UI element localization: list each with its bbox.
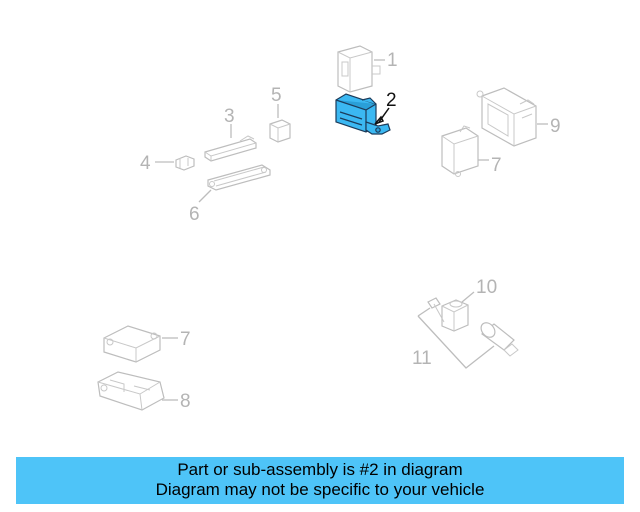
callout-3: 3 bbox=[224, 106, 235, 127]
part-5[interactable] bbox=[269, 119, 291, 143]
callout-11: 11 bbox=[412, 348, 432, 369]
callout-1: 1 bbox=[387, 50, 398, 71]
callout-4: 4 bbox=[140, 153, 151, 174]
part-4[interactable] bbox=[175, 155, 195, 171]
banner-line-2: Diagram may not be specific to your vehi… bbox=[155, 480, 485, 499]
callout-10: 10 bbox=[476, 277, 497, 298]
part-11[interactable] bbox=[427, 297, 519, 357]
part-6[interactable] bbox=[207, 164, 271, 191]
callout-8: 8 bbox=[180, 391, 191, 412]
part-2-highlighted[interactable] bbox=[335, 93, 391, 135]
part-9[interactable] bbox=[476, 87, 537, 147]
callout-6: 6 bbox=[189, 204, 200, 225]
info-banner: Part or sub-assembly is #2 in diagram Di… bbox=[16, 457, 624, 504]
callout-7-upper: 7 bbox=[491, 155, 502, 176]
part-10[interactable] bbox=[441, 299, 469, 332]
part-3[interactable] bbox=[204, 135, 257, 162]
part-8[interactable] bbox=[97, 371, 165, 411]
parts-diagram: 1 2 3 4 5 6 bbox=[97, 45, 561, 412]
callout-2: 2 bbox=[386, 90, 397, 111]
leader-10 bbox=[461, 291, 475, 303]
leader-11 bbox=[417, 315, 495, 369]
leader-2 bbox=[378, 107, 390, 123]
callout-7-lower: 7 bbox=[180, 329, 191, 350]
callout-9: 9 bbox=[550, 116, 561, 137]
callout-5: 5 bbox=[271, 85, 282, 106]
part-1[interactable] bbox=[337, 45, 381, 93]
leader-6 bbox=[198, 189, 212, 203]
part-7-upper[interactable] bbox=[441, 125, 479, 177]
part-7-lower[interactable] bbox=[103, 325, 161, 363]
banner-line-1: Part or sub-assembly is #2 in diagram bbox=[177, 460, 463, 479]
